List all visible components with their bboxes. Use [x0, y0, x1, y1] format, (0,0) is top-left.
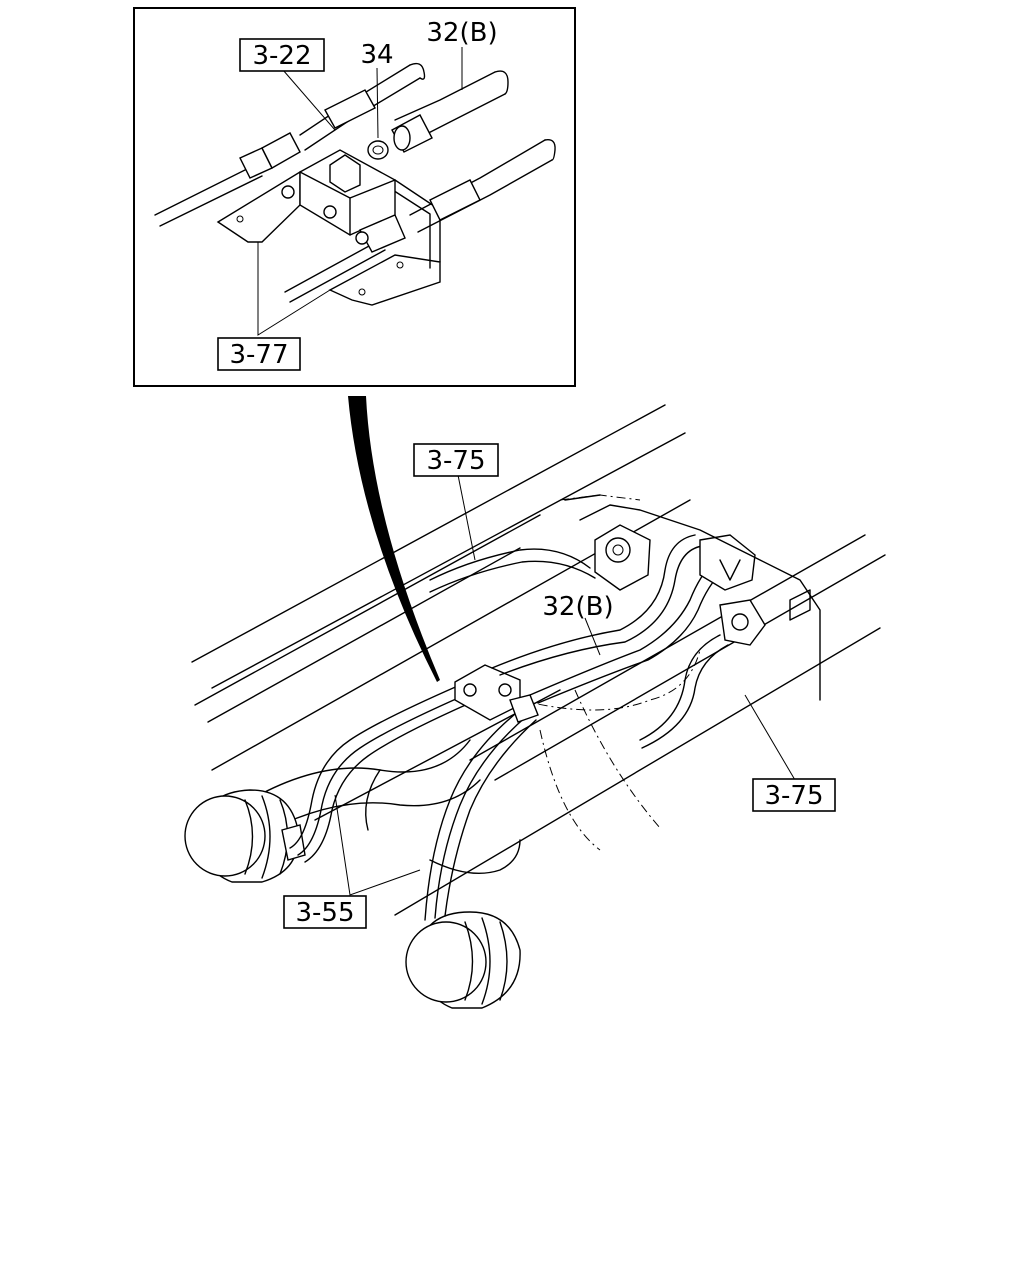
pipe-left	[154, 164, 256, 216]
frame-rail-bottom	[394, 627, 881, 916]
seal-ring	[367, 140, 389, 160]
leader-3-75-right	[744, 694, 796, 781]
hose-32b	[394, 71, 496, 121]
callout-box-3-75-top	[413, 443, 499, 477]
brake-chamber-right	[405, 911, 521, 1009]
callout-3-77: 3-77	[229, 340, 288, 370]
main-assembly: 3-75 32(B) 3-75 3-55	[184, 404, 886, 1009]
leader-3-75-top	[457, 474, 476, 561]
hose-32b-main	[491, 534, 696, 669]
leader-3-77	[257, 242, 331, 336]
callout-box-3-75-right	[752, 778, 836, 812]
pipe-lower	[284, 239, 381, 293]
callout-34: 34	[360, 40, 393, 70]
callout-box-3-22	[239, 38, 325, 72]
axle-housing	[249, 739, 471, 801]
callout-32b-inset: 32(B)	[426, 18, 497, 48]
callout-32b-main: 32(B)	[542, 592, 613, 622]
brake-line-right	[424, 709, 521, 921]
callout-box-3-77	[217, 337, 301, 371]
bracket-plate	[216, 170, 301, 243]
detail-pointer-arrow	[348, 396, 440, 682]
leader-32b-main	[584, 617, 601, 656]
frame-rail-upper	[191, 404, 666, 663]
relay-valve-main	[454, 664, 539, 723]
brake-line-left	[289, 684, 461, 849]
pipe-3-75-right	[639, 634, 721, 741]
callout-3-75-top: 3-75	[426, 446, 485, 476]
brake-chamber-left	[184, 789, 306, 883]
leader-34	[376, 67, 379, 139]
callout-box-3-55	[283, 895, 367, 929]
callout-3-55: 3-55	[295, 898, 354, 928]
valve-fitting	[329, 154, 361, 193]
bracket-lower	[328, 254, 441, 306]
detail-inset: 3-22 34 32(B) 3-77	[133, 7, 576, 387]
leader-3-22	[282, 69, 336, 131]
valve-assembly-rear	[564, 494, 821, 701]
pipe-3-75-top	[429, 548, 591, 581]
axle-outline	[519, 649, 701, 711]
callout-3-75-right: 3-75	[764, 781, 823, 811]
callout-3-22: 3-22	[252, 41, 311, 71]
leader-3-55	[334, 794, 421, 896]
